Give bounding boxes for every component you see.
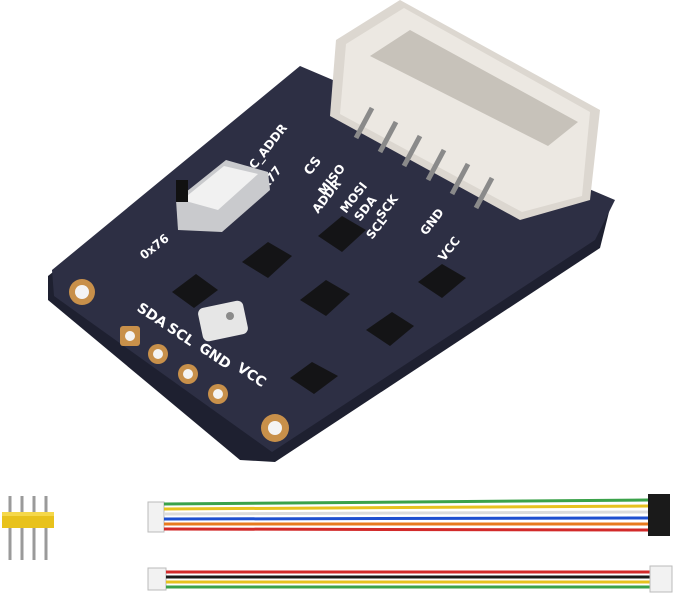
jst-cable: [147, 565, 673, 593]
jst-connector: [330, 0, 600, 220]
bottom-header-pads: [120, 326, 228, 404]
address-slide-switch: [176, 160, 270, 232]
environment-sensor-chip: [198, 300, 248, 342]
ic-chips: [172, 216, 466, 394]
pin-header: [2, 496, 54, 560]
dupont-cable: [147, 494, 670, 536]
